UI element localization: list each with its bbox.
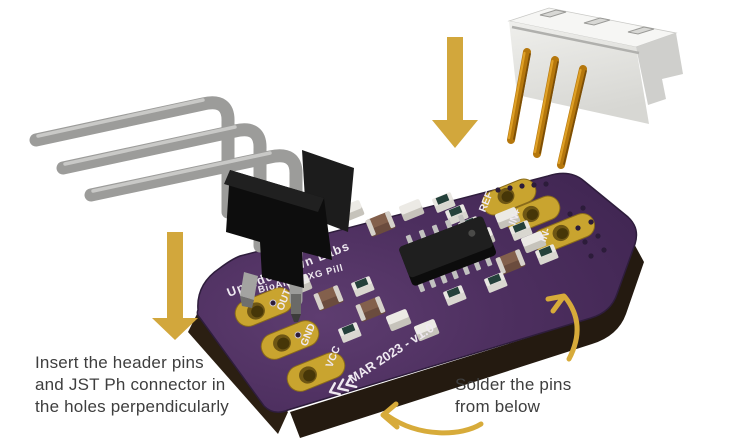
header-pin-tip [291, 294, 301, 314]
connector-prong [240, 272, 258, 300]
connector-body-facet [224, 170, 324, 212]
left-instruction-line: the holes perpendicularly [35, 397, 230, 416]
pin-label-in-minus: IN- [537, 226, 554, 244]
jst-right-face [636, 33, 683, 105]
header-pin-tip-end [291, 314, 301, 322]
right-instruction-line: from below [455, 397, 541, 416]
left-pad-holes [247, 302, 317, 384]
header-pins-and-jst-ph-connector [29, 96, 354, 322]
pcb-side-right [290, 240, 644, 438]
right-instruction-line: Solder the pins [455, 375, 572, 394]
jst-ph-connector [507, 7, 683, 169]
pin-label-in-plus: IN+ [507, 207, 524, 227]
left-instruction: Insert the header pins and JST Ph connec… [35, 352, 229, 418]
chevron-mark [328, 374, 358, 396]
vias [269, 181, 607, 339]
down-arrow-top [432, 37, 478, 148]
header-pins [29, 96, 303, 307]
down-arrow-left [152, 232, 198, 340]
pcb-board: Upside Down Labs BioAmp EXG Pill MAR 202… [188, 172, 644, 438]
right-instruction: Solder the pins from below [455, 374, 571, 418]
jst-top-slots [539, 9, 655, 35]
curved-arrow-right [545, 293, 580, 362]
left-instruction-line: and JST Ph connector in [35, 375, 226, 394]
right-pad-holes [497, 187, 570, 242]
curved-arrow-bottom [380, 401, 484, 436]
left-instruction-line: Insert the header pins [35, 353, 204, 372]
connector-prong-tip [240, 296, 254, 308]
jst-pins [507, 48, 587, 169]
ic-chip [399, 214, 497, 293]
jst-groove [511, 25, 640, 55]
